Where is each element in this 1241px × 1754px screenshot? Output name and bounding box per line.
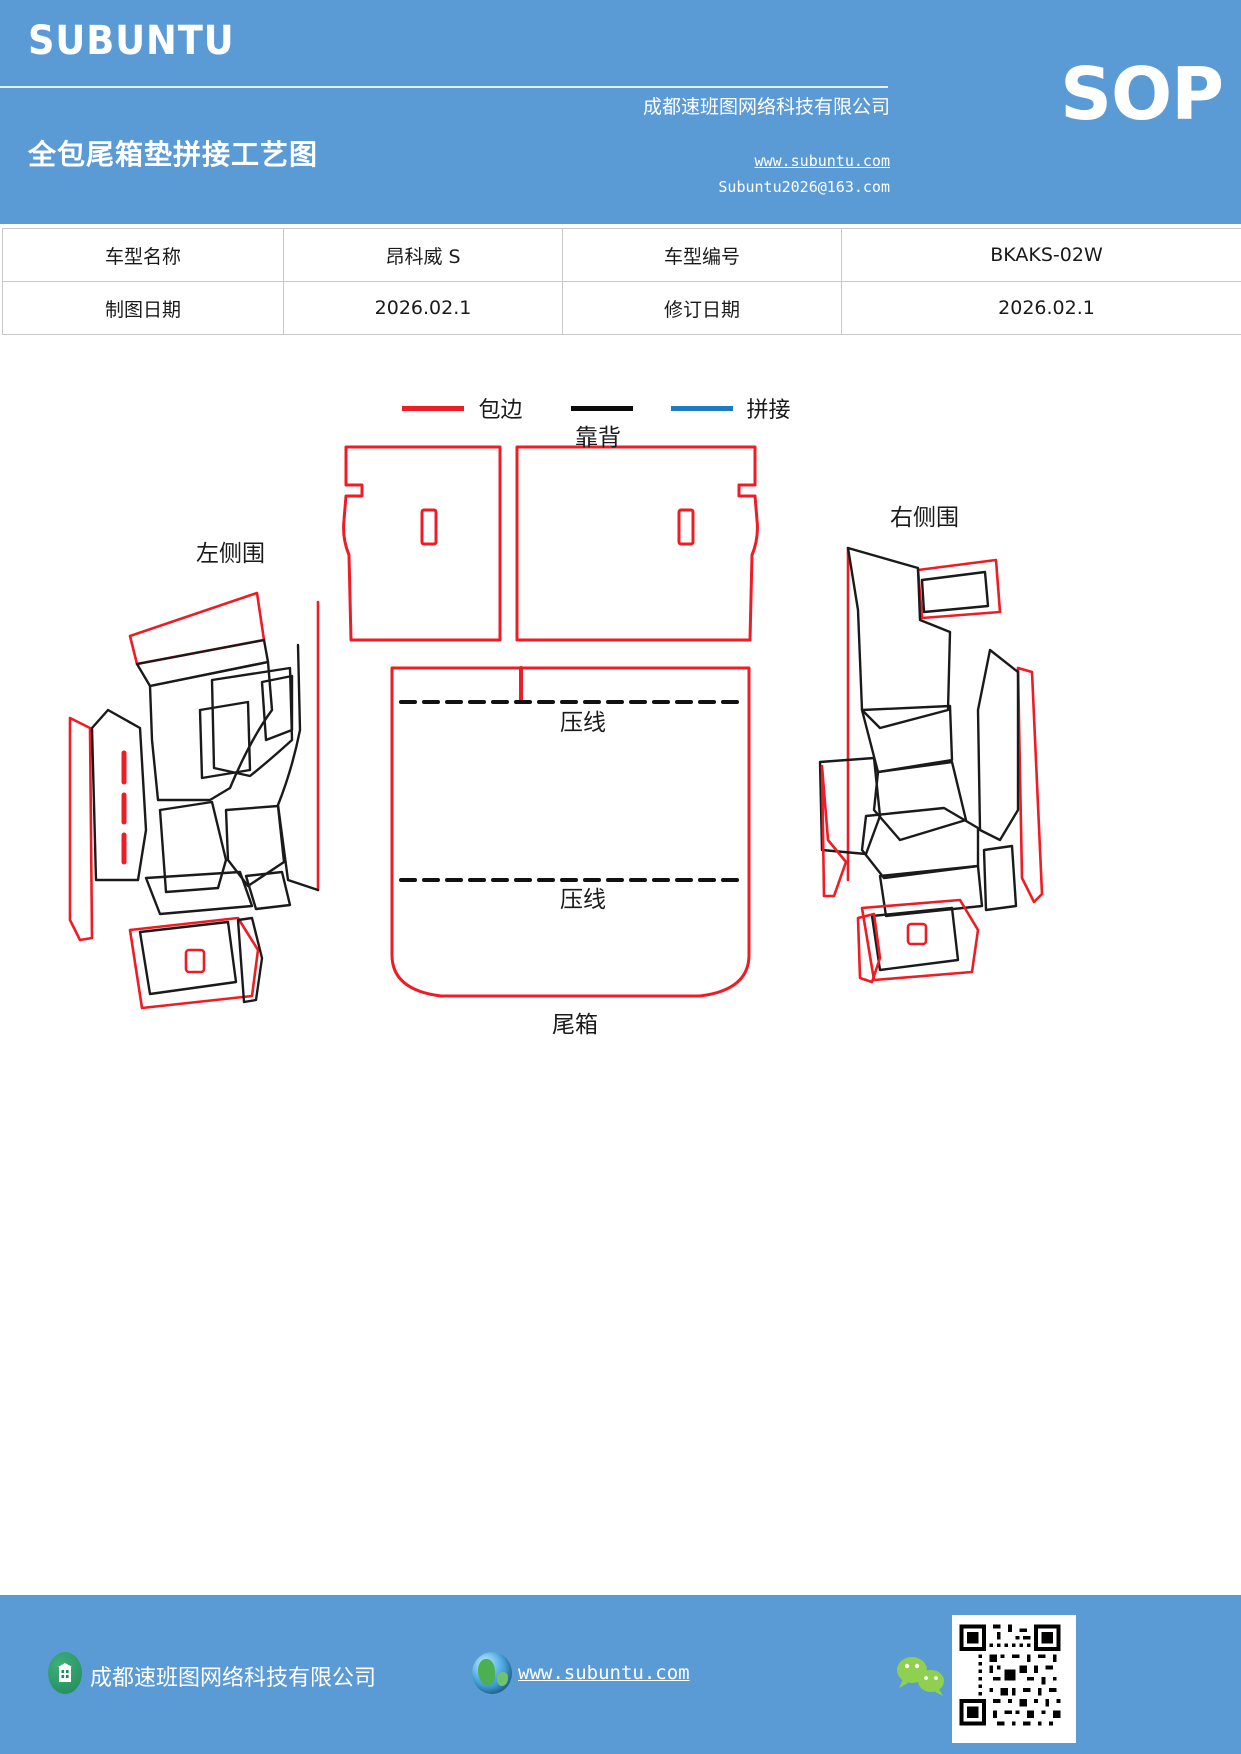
label-trunk-mat: 尾箱 (552, 1012, 598, 1038)
cell-model-name-label: 车型名称 (2, 228, 284, 282)
wechat-icon (895, 1655, 951, 1697)
building-glyph-icon (58, 1663, 72, 1682)
right-bottom-binding (860, 898, 980, 982)
legend-label-binding: 包边 (478, 398, 523, 423)
legend-item-binding: 包边 (402, 392, 570, 424)
footer-website-link[interactable]: www.subuntu.com (518, 1662, 690, 1684)
label-crease-top: 压线 (560, 710, 606, 736)
footer-company-name: 成都速班图网络科技有限公司 (90, 1666, 377, 1691)
label-left-side-panel: 左侧围 (196, 541, 265, 567)
technical-drawing-canvas (0, 410, 1241, 1070)
vehicle-info-table: 车型名称 昂科威 S 车型编号 BKAKS-02W 制图日期 2026.02.1… (2, 228, 1241, 335)
sop-badge: SOP (1060, 52, 1224, 136)
label-right-side-panel: 右侧围 (890, 505, 959, 531)
header-website-link[interactable]: www.subuntu.com (754, 152, 890, 170)
qr-code-image (956, 1621, 1064, 1729)
right-small-binding (820, 764, 848, 898)
table-row: 制图日期 2026.02.1 修订日期 2026.02.1 (2, 281, 1241, 335)
cell-revision-date-label: 修订日期 (562, 281, 842, 335)
legend-swatch-red-icon (402, 405, 465, 411)
cell-model-code-value: BKAKS-02W (841, 228, 1241, 282)
left-side-panel-group (68, 591, 320, 1010)
legend-label-splice: 拼接 (746, 398, 791, 423)
legend-swatch-black-icon (570, 405, 633, 411)
page-title: 全包尾箱垫拼接工艺图 (28, 138, 319, 171)
right-side-panel-group (818, 546, 1044, 984)
backrest-right-slot (677, 508, 695, 546)
drawing-svg (68, 445, 1044, 1010)
brand-logo: SUBUNTU (28, 18, 235, 64)
cell-draw-date-value: 2026.02.1 (283, 281, 563, 335)
qr-code (952, 1615, 1076, 1743)
cell-model-code-label: 车型编号 (562, 228, 842, 282)
right-bottom-slot (906, 922, 928, 946)
cell-revision-date-value: 2026.02.1 (841, 281, 1241, 335)
label-crease-bottom: 压线 (560, 887, 606, 913)
wechat-glyph-icon (897, 1657, 944, 1696)
page-footer: 成都速班图网络科技有限公司 www.subuntu.com (0, 1595, 1241, 1754)
trunk-mat-panel (390, 666, 751, 998)
cell-draw-date-label: 制图日期 (2, 281, 284, 335)
header-divider (0, 86, 888, 88)
globe-icon (472, 1652, 512, 1694)
backrest-right-panel (515, 445, 759, 642)
backrest-left-slot (420, 508, 438, 546)
legend-item-splice: 拼接 (570, 392, 839, 424)
page-header: SUBUNTU 全包尾箱垫拼接工艺图 成都速班图网络科技有限公司 www.sub… (0, 0, 1241, 224)
cell-model-name-value: 昂科威 S (283, 228, 563, 282)
right-upper-binding (916, 558, 1002, 620)
left-bottom-slot (184, 948, 206, 974)
label-backrest: 靠背 (575, 425, 621, 451)
left-strip-binding (68, 716, 94, 942)
header-company-name: 成都速班图网络科技有限公司 (642, 96, 890, 118)
legend-swatch-blue-icon (670, 405, 733, 411)
building-icon (48, 1652, 82, 1694)
backrest-left-panel (342, 445, 502, 642)
header-email: Subuntu2026@163.com (718, 178, 890, 196)
right-strip-binding (1016, 666, 1044, 904)
table-row: 车型名称 昂科威 S 车型编号 BKAKS-02W (2, 228, 1241, 282)
legend: 包边 拼接 (0, 392, 1241, 424)
left-bottom-binding (128, 916, 260, 1010)
